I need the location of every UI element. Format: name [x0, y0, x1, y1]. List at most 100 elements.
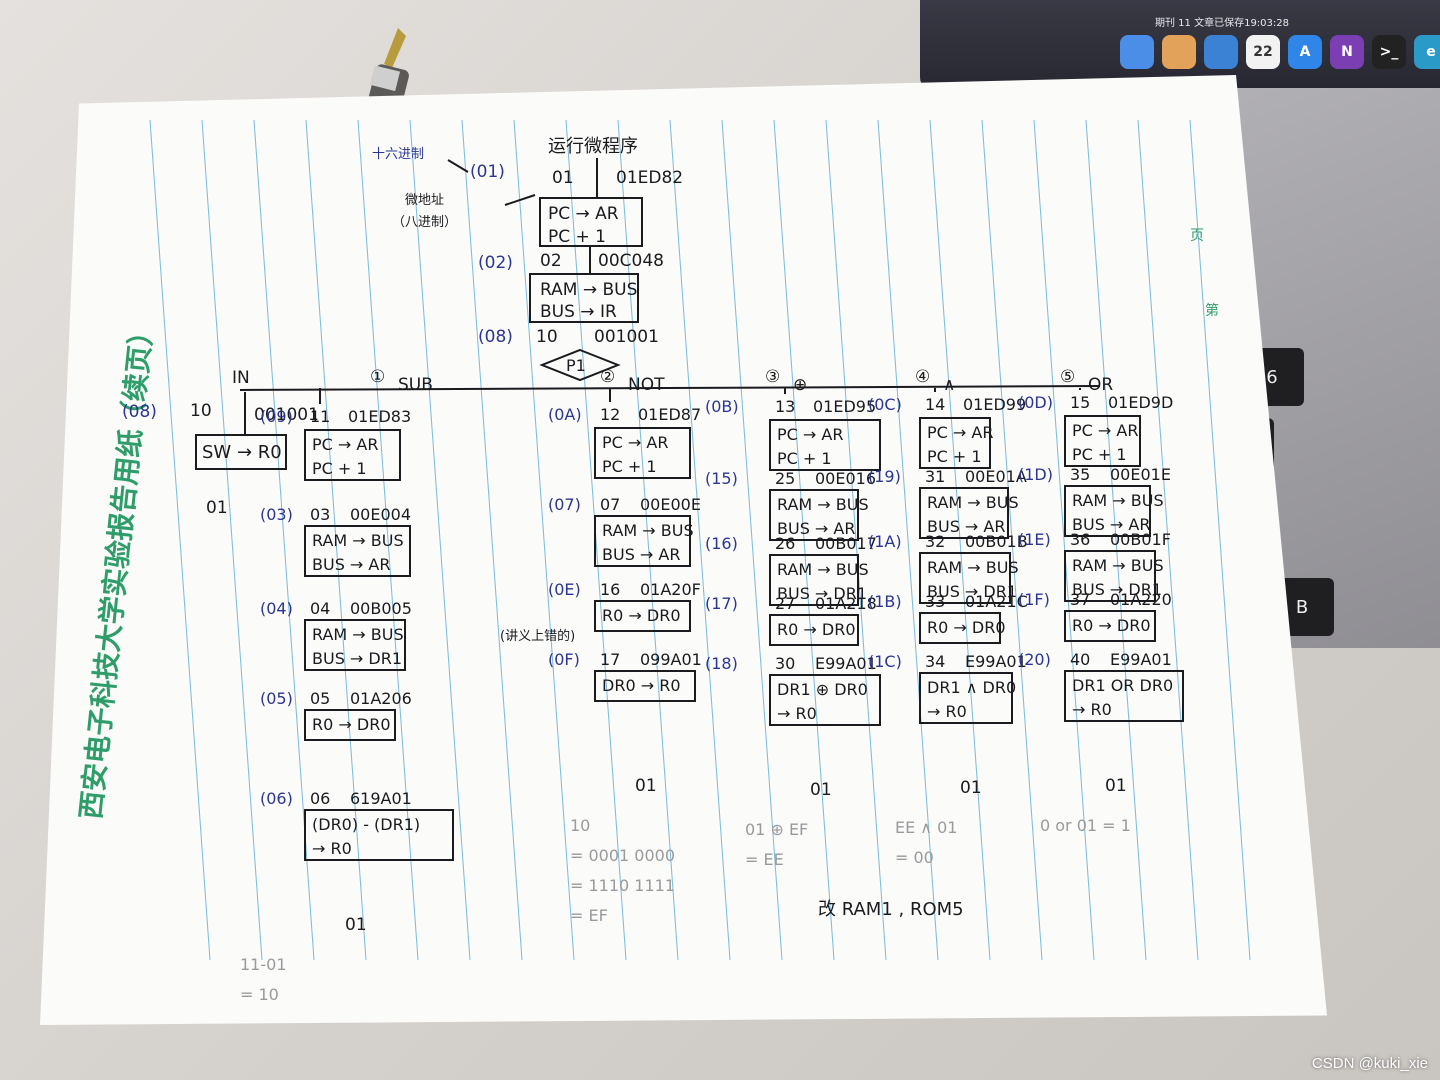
- xor-step-addr: (16): [705, 534, 738, 553]
- ruled-line: [1085, 119, 1147, 961]
- in-box: [195, 434, 287, 470]
- or-step-addr: (1E): [1018, 530, 1051, 549]
- or-step-box-line: → R0: [1072, 700, 1112, 719]
- page-label: 页: [1190, 228, 1204, 244]
- or-step-box-line: BUS → DR1: [1072, 580, 1162, 599]
- xor-number: ③: [765, 367, 780, 387]
- sub-step-box: [304, 619, 406, 671]
- hex-arrow: [447, 159, 469, 173]
- in-addr: (08): [122, 402, 157, 422]
- not-step-addr: (07): [548, 495, 581, 514]
- not-step-val: 16: [600, 580, 620, 599]
- not-calc: = EF: [570, 906, 608, 925]
- not-step-code: 01A20F: [640, 580, 701, 599]
- edge-icon[interactable]: e: [1414, 35, 1440, 69]
- and-step-addr: (1C): [868, 652, 902, 671]
- or-step-box-line: RAM → BUS: [1072, 556, 1164, 575]
- and-step-code: 01A21C: [965, 592, 1028, 611]
- ruled-line: [981, 119, 1043, 961]
- launchpad-icon[interactable]: [1162, 35, 1196, 69]
- sub-step-box: [304, 429, 401, 481]
- addr-02-val: 02: [540, 251, 562, 271]
- side-title: 西安电子科技大学实验报告用纸（续页）: [74, 316, 160, 821]
- sub-step-box-line: → R0: [312, 839, 352, 858]
- xor-step-box-line: BUS → AR: [777, 519, 855, 538]
- and-step-addr: (1A): [868, 532, 902, 551]
- sub-step-box-line: (DR0) - (DR1): [312, 815, 420, 834]
- appstore-icon[interactable]: A: [1288, 35, 1322, 69]
- not-step-box-line: R0 → DR0: [602, 606, 681, 625]
- and-step-addr: (1B): [868, 592, 902, 611]
- sub-step-val: 03: [310, 505, 330, 524]
- xor-step-code: 00E016: [815, 469, 876, 488]
- not-label: NOT: [628, 375, 665, 395]
- sub-step-box-line: R0 → DR0: [312, 715, 391, 734]
- or-step-box-line: BUS → AR: [1072, 515, 1150, 534]
- addr-01-val: 01: [552, 168, 574, 188]
- and-calc: EE ∧ 01: [895, 818, 957, 837]
- or-step-code: 00B01F: [1110, 530, 1171, 549]
- top-section: 运行微程序 十六进制 微地址 （八进制） (01) 01 01ED82 PC →…: [239, 136, 1101, 391]
- finder-icon[interactable]: [1120, 35, 1154, 69]
- and-end: 01: [960, 778, 982, 798]
- sub-number: ①: [370, 367, 385, 387]
- and-step-box-line: DR1 ∧ DR0: [927, 678, 1016, 697]
- or-code: 01ED9D: [1108, 393, 1173, 412]
- or-number: ⑤: [1060, 367, 1075, 387]
- xor-step-box: [769, 614, 859, 646]
- sub-step-box: [304, 709, 396, 741]
- and-step-box: [919, 487, 1009, 539]
- xor-step-box: [769, 554, 859, 606]
- footer-note: 改 RAM1 , ROM5: [818, 899, 964, 920]
- in-val: 10: [190, 401, 212, 421]
- sub-step-box-line: RAM → BUS: [312, 531, 404, 550]
- not-step-val: 17: [600, 650, 620, 669]
- sub-step-box-line: PC → AR: [312, 435, 378, 454]
- run-program-label: 运行微程序: [548, 136, 638, 157]
- onenote-icon[interactable]: N: [1330, 35, 1364, 69]
- sub-step-box-line: BUS → AR: [312, 555, 390, 574]
- and-step-val: 33: [925, 592, 945, 611]
- ruled-line: [1033, 119, 1095, 961]
- octal-arrow: [504, 194, 536, 206]
- ruled-line: [305, 119, 367, 961]
- not-step-code: 00E00E: [640, 495, 701, 514]
- sub-step-val: 05: [310, 689, 330, 708]
- not-step-box: [594, 600, 691, 632]
- or-step-val: 40: [1070, 650, 1090, 669]
- not-end: 01: [635, 776, 657, 796]
- not-step-box: [594, 515, 691, 567]
- box-01-line2: PC + 1: [548, 227, 606, 247]
- ruled-line: [409, 119, 471, 961]
- or-label: OR: [1088, 375, 1113, 395]
- calendar-icon[interactable]: 22: [1246, 35, 1280, 69]
- and-step-box-line: → R0: [927, 702, 967, 721]
- xor-step-addr: (17): [705, 594, 738, 613]
- terminal-icon[interactable]: >_: [1372, 35, 1406, 69]
- sub-label: SUB: [398, 375, 433, 395]
- addr-08: (08): [478, 327, 513, 347]
- sub-end: 01: [345, 915, 367, 935]
- micro-address-note: 微地址: [405, 193, 444, 208]
- mail-icon[interactable]: [1204, 35, 1238, 69]
- sub-step-box: [304, 525, 411, 577]
- sub-val: 11: [310, 407, 330, 426]
- ruled-line: [149, 119, 211, 961]
- or-step-addr: (1F): [1018, 590, 1050, 609]
- xor-step-box: [769, 419, 881, 471]
- or-step-val: 35: [1070, 465, 1090, 484]
- xor-step-val: 27: [775, 594, 795, 613]
- sub-step-box-line: RAM → BUS: [312, 625, 404, 644]
- sub-step-val: 06: [310, 789, 330, 808]
- xor-step-code: 00B017: [815, 534, 877, 553]
- xor-step-box-line: PC → AR: [777, 425, 843, 444]
- sub-step-addr: (03): [260, 505, 293, 524]
- xor-code: 01ED95: [813, 397, 876, 416]
- or-val: 15: [1070, 393, 1090, 412]
- xor-step-addr: (15): [705, 469, 738, 488]
- and-step-box: [919, 672, 1013, 724]
- addr-02: (02): [478, 253, 513, 273]
- sub-step-box-line: BUS → DR1: [312, 649, 402, 668]
